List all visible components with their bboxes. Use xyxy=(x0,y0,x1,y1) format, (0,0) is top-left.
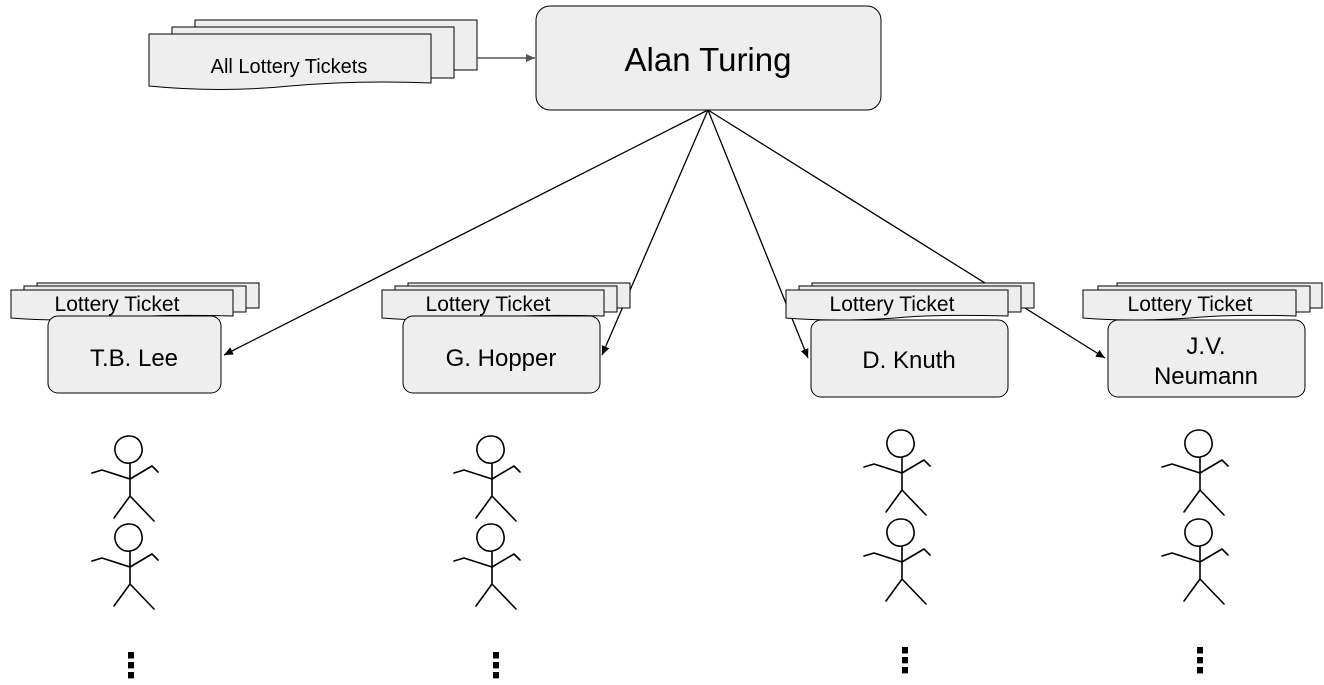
stick-figure xyxy=(1161,429,1229,516)
tb-lee-box xyxy=(47,315,222,394)
ellipsis-tb-lee: ⋮ xyxy=(114,647,148,685)
stick-figure xyxy=(453,523,521,610)
stick-figure xyxy=(453,435,521,522)
lottery-ticket-label: Lottery Ticket xyxy=(830,293,955,316)
column-tb-lee: Lottery Ticket T.B. Lee xyxy=(10,282,260,394)
d-knuth-box xyxy=(810,319,1009,398)
column-g-hopper: Lottery Ticket G. Hopper xyxy=(381,282,631,394)
lottery-ticket-label: Lottery Ticket xyxy=(1128,293,1253,316)
stick-figure-outline xyxy=(453,435,521,522)
ellipsis-g-hopper: ⋮ xyxy=(479,647,513,685)
edge-to-tb-lee xyxy=(223,109,709,356)
ticket-sheet-front xyxy=(148,33,432,90)
ticket-sheet-front xyxy=(785,289,1009,321)
all-lottery-tickets-stack: All Lottery Tickets xyxy=(148,19,478,90)
ellipsis-d-knuth: ⋮ xyxy=(888,642,922,680)
stick-figure-outline xyxy=(863,429,931,516)
stick-figure-outline xyxy=(1161,518,1229,605)
stick-figure xyxy=(91,523,159,610)
jv-neumann-box xyxy=(1107,319,1306,398)
stick-figure-outline xyxy=(91,523,159,610)
stick-figure-outline xyxy=(1161,429,1229,516)
stick-figure-outline xyxy=(863,518,931,605)
stick-figure xyxy=(863,429,931,516)
ticket-sheet-front xyxy=(1082,289,1297,321)
g-hopper-box xyxy=(402,315,601,394)
edge-to-g-hopper xyxy=(601,109,709,356)
lottery-ticket-label: Lottery Ticket xyxy=(426,293,551,316)
lottery-ticket-label: Lottery Ticket xyxy=(55,293,180,316)
jv-neumann-label-line2: Neumann xyxy=(1154,363,1258,390)
all-lottery-tickets-label: All Lottery Tickets xyxy=(211,56,368,78)
column-jv-neumann: Lottery Ticket J.V. Neumann xyxy=(1082,282,1323,398)
tb-lee-label: T.B. Lee xyxy=(90,345,178,372)
stick-figures xyxy=(91,429,1229,610)
stick-figure xyxy=(1161,518,1229,605)
root-node: Alan Turing xyxy=(535,5,882,111)
edge-to-jv-neumann xyxy=(707,109,1106,359)
d-knuth-label: D. Knuth xyxy=(862,347,955,374)
alan-turing-label: Alan Turing xyxy=(625,41,792,78)
edge-to-d-knuth xyxy=(707,109,809,359)
stick-figure-outline xyxy=(453,523,521,610)
ellipsis-jv-neumann: ⋮ xyxy=(1183,642,1217,680)
jv-neumann-label-line1: J.V. xyxy=(1186,333,1225,360)
g-hopper-label: G. Hopper xyxy=(446,345,557,372)
stick-figure xyxy=(91,435,159,522)
column-d-knuth: Lottery Ticket D. Knuth xyxy=(785,282,1035,398)
stick-figure xyxy=(863,518,931,605)
stick-figure-outline xyxy=(91,435,159,522)
